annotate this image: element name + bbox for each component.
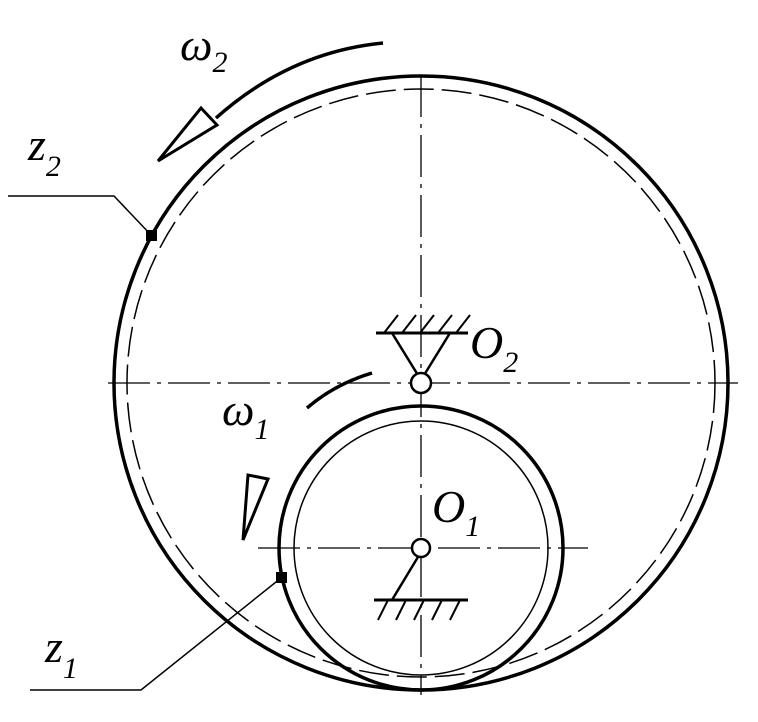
label-o1: O1 [432, 481, 480, 543]
pivot-o2 [409, 371, 433, 395]
rotation-arrow-omega2 [156, 41, 384, 163]
leader-z1-marker [276, 572, 287, 583]
leader-z2-marker [146, 230, 157, 241]
leader-z1 [30, 572, 287, 691]
support-o2 [376, 314, 471, 395]
arrow-omega1-head [241, 473, 271, 541]
arrow-omega1-arc [305, 371, 373, 410]
leader-z2-line [8, 195, 152, 236]
arrow-omega2-head [156, 105, 220, 163]
label-omega2: ω2 [180, 19, 227, 79]
label-o2: O2 [470, 317, 518, 379]
leader-z1-line [30, 577, 282, 691]
support-o1 [374, 537, 468, 621]
support-o1-hatching [377, 599, 461, 621]
pivot-o1 [410, 537, 432, 559]
label-omega1: ω1 [222, 384, 269, 446]
leader-z2 [8, 195, 157, 241]
arrow-omega2-arc [214, 41, 384, 120]
label-z2: z2 [27, 119, 61, 183]
support-o2-hatching [383, 314, 471, 334]
label-z1: z1 [44, 621, 78, 685]
rotation-arrow-omega1 [241, 371, 373, 541]
